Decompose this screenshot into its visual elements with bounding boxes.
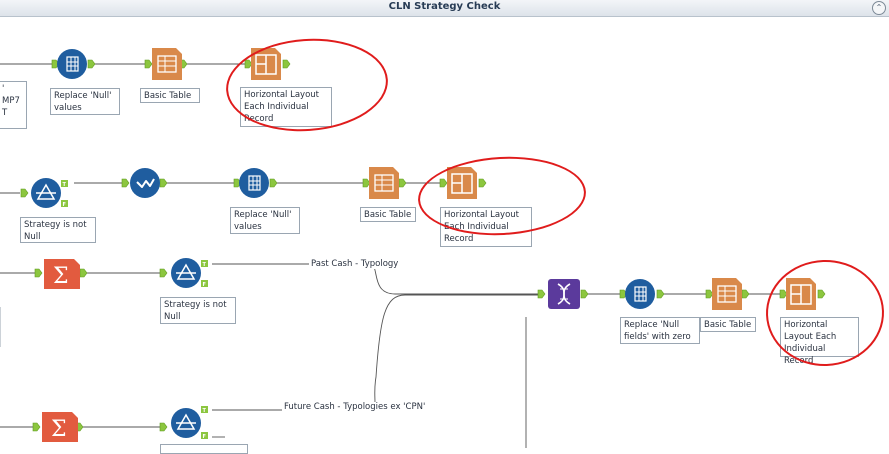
connections: [0, 63, 783, 448]
filter-icon: [171, 408, 201, 438]
replace-null-label[interactable]: Replace 'Null' values: [50, 88, 120, 115]
multi-field-icon: [57, 49, 87, 79]
input-anchor: [159, 268, 168, 278]
filter-label[interactable]: [160, 444, 248, 454]
connection-label-past-cash: Past Cash - Typology: [309, 259, 401, 269]
multi-field-icon: [239, 168, 269, 198]
layout-icon: [786, 278, 816, 310]
svg-text:F: F: [203, 434, 206, 440]
basic-table-label[interactable]: Basic Table: [360, 207, 416, 222]
output-anchor: [87, 59, 96, 69]
svg-text:Σ: Σ: [53, 264, 69, 289]
summarize-icon: Σ: [42, 412, 78, 442]
false-anchor: F: [61, 200, 68, 208]
input-anchor: [20, 188, 29, 198]
output-anchor: [159, 178, 168, 188]
table-icon: [369, 167, 399, 199]
svg-text:T: T: [203, 262, 207, 268]
basic-table-label[interactable]: Basic Table: [140, 88, 200, 103]
svg-text:F: F: [203, 282, 206, 288]
workflow-canvas[interactable]: T F T F T F: [0, 17, 889, 454]
input-anchor: [362, 178, 371, 188]
multi-field-icon: [625, 279, 655, 309]
true-anchor: T: [201, 260, 208, 268]
input-anchor: [32, 422, 41, 432]
title-bar: CLN Strategy Check ⌃: [0, 0, 889, 17]
output-anchor: [656, 289, 665, 299]
input-anchor: [34, 268, 43, 278]
svg-text:F: F: [63, 202, 66, 208]
input-anchor: [705, 289, 714, 299]
select-icon: [130, 168, 160, 198]
svg-text:Σ: Σ: [51, 417, 67, 442]
replace-null-label[interactable]: Replace 'Null' values: [230, 207, 300, 234]
false-anchor: F: [201, 432, 208, 440]
input-anchor: [159, 422, 168, 432]
join-multiple-icon: [548, 279, 580, 309]
input-anchor: [144, 59, 153, 69]
basic-table-label[interactable]: Basic Table: [700, 317, 756, 332]
true-anchor: T: [201, 406, 208, 414]
window-title: CLN Strategy Check: [388, 1, 501, 12]
horizontal-layout-label[interactable]: Horizontal Layout Each Individual Record: [780, 317, 859, 366]
layout-icon: [447, 167, 477, 199]
false-anchor: F: [201, 280, 208, 288]
collapse-icon[interactable]: ⌃: [872, 1, 886, 15]
filter-icon: [171, 258, 201, 288]
partial-tool-label[interactable]: ' MP7 T: [0, 81, 27, 129]
output-anchor: [580, 289, 589, 299]
input-anchor: [121, 178, 130, 188]
summarize-icon: Σ: [44, 259, 80, 289]
svg-text:T: T: [63, 182, 67, 188]
filter-label[interactable]: Strategy is not Null: [160, 297, 236, 324]
output-anchor: [398, 178, 407, 188]
connection-label-future-cash: Future Cash - Typologies ex 'CPN': [282, 402, 428, 412]
output-anchor: [741, 289, 750, 299]
filter-icon: [31, 178, 61, 208]
replace-null-label[interactable]: Replace 'Null fields' with zero: [620, 317, 700, 344]
output-anchor: [79, 268, 88, 278]
table-icon: [152, 48, 182, 80]
input-anchor: [537, 289, 546, 299]
filter-label[interactable]: Strategy is not Null: [20, 217, 96, 243]
horizontal-layout-label[interactable]: Horizontal Layout Each Individual Record: [240, 87, 332, 127]
output-anchor: [269, 178, 278, 188]
true-anchor: T: [61, 180, 68, 188]
svg-text:T: T: [203, 408, 207, 414]
horizontal-layout-label[interactable]: Horizontal Layout Each Individual Record: [440, 207, 532, 247]
layout-icon: [251, 48, 281, 80]
table-icon: [712, 278, 742, 310]
